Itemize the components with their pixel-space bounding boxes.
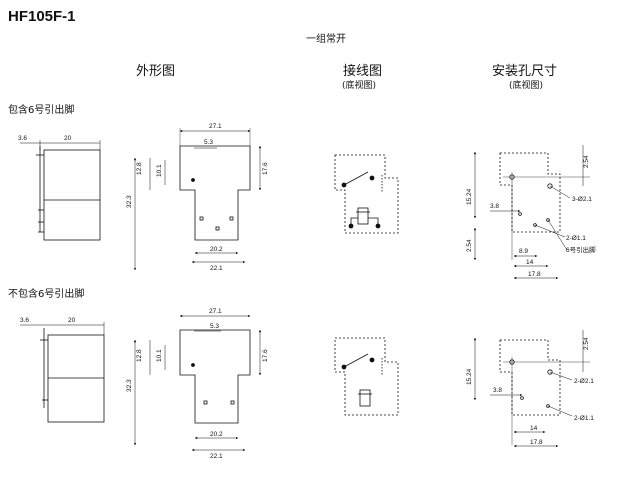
- side-view-2: [20, 322, 105, 423]
- dim-m-178-2: 17.8: [530, 439, 543, 446]
- row1-label: 包含6号引出脚: [8, 105, 75, 116]
- dim-top-b-2: 12.8: [136, 349, 143, 362]
- dim-side-b-2: 20: [68, 317, 76, 324]
- hole-label-2c-2: 2-Ø1.1: [574, 415, 594, 422]
- dim-bot-a-2: 20.2: [210, 431, 223, 438]
- dim-m-1524-2: 15.24: [466, 368, 473, 385]
- dim-side-a-1: 3.6: [18, 135, 27, 142]
- dim-top-a-2: 5.3: [210, 323, 219, 330]
- dim-m-178-1: 17.8: [528, 271, 541, 278]
- mounting-diagram-1: [473, 145, 590, 280]
- outline-heading: 外形图: [136, 64, 176, 79]
- top-view-2: [133, 314, 262, 452]
- dim-top-r-1: 17.6: [262, 162, 269, 175]
- wiring-heading: 接线图: [343, 64, 383, 79]
- wiring-note: (底视图): [342, 81, 377, 91]
- dim-top-w-1: 27.1: [209, 123, 222, 130]
- dim-m-38-1: 3.8: [490, 203, 499, 210]
- dim-side-a-2: 3.6: [20, 317, 29, 324]
- dim-m-254-1: 2.54: [583, 155, 590, 168]
- dim-top-c-1: 10.1: [156, 164, 163, 177]
- hole-label-2a-1: 2-Ø1.1: [566, 235, 586, 242]
- top-view-1: [133, 128, 262, 271]
- product-title: HF105F-1: [8, 8, 76, 25]
- dim-m-14-1: 14: [526, 259, 534, 266]
- dim-top-w-2: 27.1: [209, 308, 222, 315]
- dim-m-89-1: 8.9: [519, 248, 528, 255]
- hole-label-2b-2: 2-Ø2.1: [574, 378, 594, 385]
- dim-top-b-1: 12.8: [136, 162, 143, 175]
- mounting-heading: 安装孔尺寸: [492, 64, 558, 79]
- dim-m-1524-1: 15.24: [466, 188, 473, 205]
- dim-top-h-1: 32.3: [126, 195, 133, 208]
- dim-m-254-2: 2.54: [583, 337, 590, 350]
- hole-label-3-1: 3-Ø2.1: [572, 196, 592, 203]
- dim-bot-b-1: 22.1: [210, 265, 223, 272]
- contact-form-subtitle: 一组常开: [306, 34, 346, 45]
- wiring-diagram-2: [334, 337, 399, 416]
- dim-bot-b-2: 22.1: [210, 453, 223, 460]
- dim-m-254-1b: 2.54: [466, 239, 473, 252]
- dim-top-c-2: 10.1: [156, 349, 163, 362]
- hole-label-pin6-1: 6号引出脚: [566, 245, 596, 254]
- row2-label: 不包含6号引出脚: [8, 289, 85, 300]
- side-view-1: [20, 140, 101, 241]
- dim-top-a-1: 5.3: [204, 139, 213, 146]
- dim-m-14-2: 14: [530, 425, 538, 432]
- dim-side-b-1: 20: [64, 135, 72, 142]
- dim-m-38-2: 3.8: [493, 387, 502, 394]
- mounting-note: (底视图): [509, 81, 544, 91]
- dim-top-r-2: 17.6: [262, 349, 269, 362]
- dim-bot-a-1: 20.2: [210, 246, 223, 253]
- dim-top-h-2: 32.3: [126, 379, 133, 392]
- mounting-diagram-2: [473, 330, 590, 448]
- wiring-diagram-1: [334, 154, 399, 234]
